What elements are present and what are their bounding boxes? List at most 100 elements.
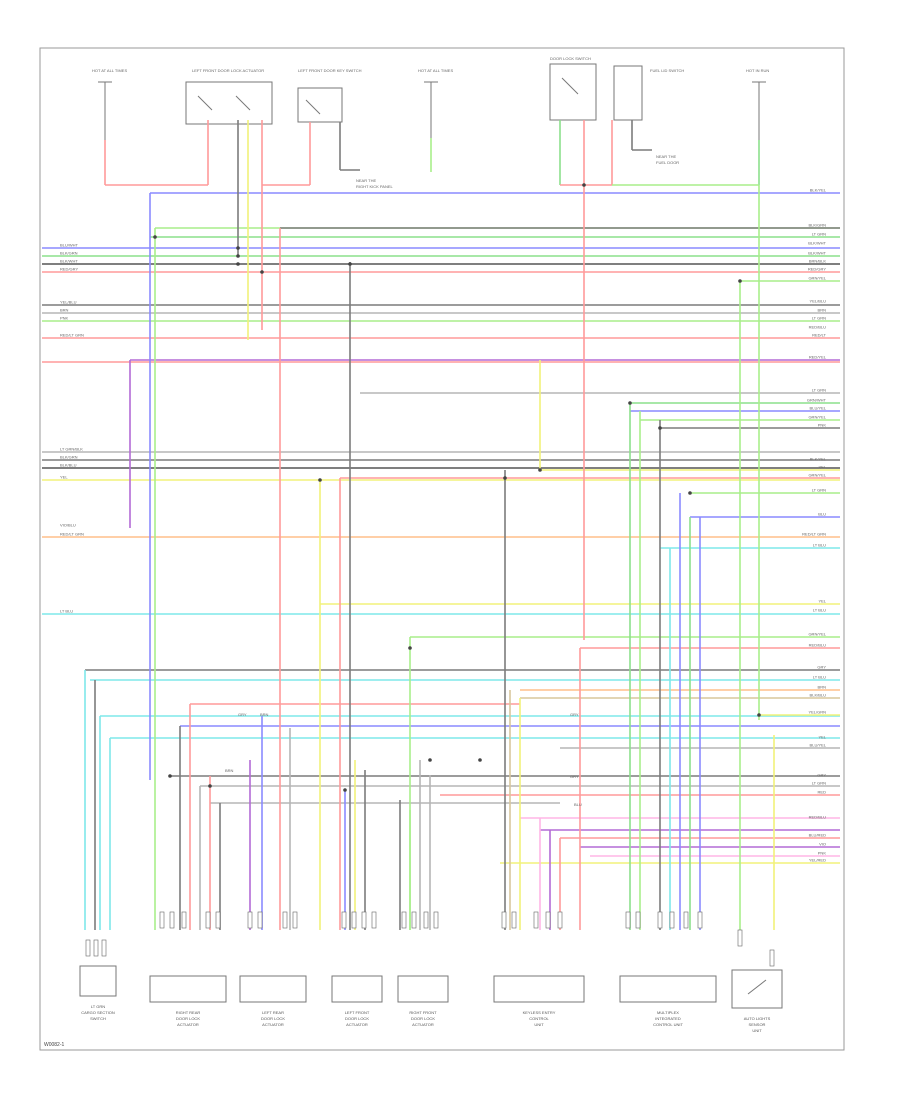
connector-pin xyxy=(533,911,539,929)
component-left-rear-actuator: LEFT REAR DOOR LOCK ACTUATOR xyxy=(239,975,307,1027)
wire-group xyxy=(42,120,840,930)
right-wire-label: YEL xyxy=(818,465,826,470)
right-wire-label: BLK/YEL xyxy=(810,457,827,462)
component-cargo-switch: LT GRN CARGO SECTION SWITCH xyxy=(79,965,117,1021)
switch-s3: LEFT FRONT DOOR KEY SWITCH xyxy=(297,68,362,123)
right-wire-label: BRN xyxy=(818,308,827,313)
right-wire-label: RED/BLU xyxy=(809,325,826,330)
component-line-2: CONTROL xyxy=(529,1016,549,1021)
component-line-1: RIGHT REAR xyxy=(176,1010,201,1015)
inline-label: NEAR THE xyxy=(356,178,376,183)
connector-pin xyxy=(401,911,407,929)
right-wire-label: GRY xyxy=(817,665,826,670)
left-wire-label: BLK/GRN xyxy=(60,455,78,460)
right-wire-label: RED/YEL xyxy=(809,355,827,360)
right-wire-label: BLU/YEL xyxy=(810,406,827,411)
connector-pin xyxy=(101,939,107,957)
connector-pin xyxy=(181,911,187,929)
component-line-2: DOOR LOCK xyxy=(411,1016,435,1021)
component-line-1: KEYLESS ENTRY xyxy=(523,1010,556,1015)
left-wire-label: LT BLU xyxy=(60,609,73,614)
right-wire-label: YEL xyxy=(818,599,826,604)
right-wire-label: LT BLU xyxy=(813,675,826,680)
left-wire-label: LT GRN/BLK xyxy=(60,447,83,452)
component-line-3: ACTUATOR xyxy=(177,1022,199,1027)
right-wire-label: RED/BLU xyxy=(809,815,826,820)
right-wire-label: BLK/GRN xyxy=(808,223,826,228)
wire-junction xyxy=(260,270,264,274)
left-wire-label: RED/LT GRN xyxy=(60,333,84,338)
connector-pin xyxy=(169,911,175,929)
component-line-3: UNIT xyxy=(534,1022,544,1027)
component-line-3: ACTUATOR xyxy=(412,1022,434,1027)
right-wire-label: YEL/BLU xyxy=(810,299,827,304)
inline-label: GRY xyxy=(570,774,579,779)
right-wire-label: GRN/YEL xyxy=(808,632,826,637)
wire-junction xyxy=(428,758,432,762)
connector-pin xyxy=(697,911,703,929)
diagram-border xyxy=(39,47,845,1051)
component-line-1: AUTO LIGHTS xyxy=(744,1016,771,1021)
component-line-2: INTEGRATED xyxy=(655,1016,681,1021)
right-wire-label: BLK/YEL xyxy=(810,188,827,193)
right-wire-label: GRN/WHT xyxy=(807,398,827,403)
wire-junction xyxy=(538,468,542,472)
component-keyless-entry-unit: KEYLESS ENTRY CONTROL UNIT xyxy=(493,975,585,1027)
right-wire-label: BLK/WHT xyxy=(808,251,826,256)
connector-pin xyxy=(341,911,347,929)
right-wire-label: LT GRN xyxy=(812,781,826,786)
right-wire-label: BLU/YEL xyxy=(810,743,827,748)
wire-junction xyxy=(478,758,482,762)
right-wire-label: LT BLU xyxy=(813,543,826,548)
wire-junction xyxy=(168,774,172,778)
right-wire-label: RED/GRY xyxy=(808,267,826,272)
wire-junction xyxy=(348,262,352,266)
wire-junction xyxy=(208,784,212,788)
right-wire-label: YEL/GRN xyxy=(808,710,826,715)
connector-pin xyxy=(361,911,367,929)
connector-pin xyxy=(657,911,663,929)
connector-pin xyxy=(292,911,298,929)
right-wire-label: BRN xyxy=(818,685,827,690)
component-line-1: RIGHT FRONT xyxy=(409,1010,437,1015)
right-wire-label: LT GRN xyxy=(812,316,826,321)
right-wire-label: PNK xyxy=(818,851,827,856)
connector-pin xyxy=(545,911,551,929)
right-wire-label: PNK xyxy=(818,423,827,428)
switch-s2: LEFT FRONT DOOR LOCK ACTUATOR xyxy=(185,68,273,125)
switch-s4: HOT AT ALL TIMES xyxy=(418,68,453,138)
inline-label: BRN xyxy=(260,712,269,717)
wire-junction xyxy=(738,279,742,283)
connector-pin xyxy=(159,911,165,929)
left-label-group: BLU/WHTBLK/GRNBLK/WHTRED/GRYYEL/BLUBRNPN… xyxy=(60,243,84,614)
connector-pin xyxy=(215,911,221,929)
wire-junction xyxy=(318,478,322,482)
left-wire-label: YEL/BLU xyxy=(60,300,77,305)
right-wire-label: RED/LT GRN xyxy=(802,532,826,537)
connector-pin xyxy=(351,911,357,929)
wire-junction xyxy=(236,246,240,250)
connector-pin xyxy=(669,911,675,929)
component-line-2: DOOR LOCK xyxy=(345,1016,369,1021)
component-line-3: UNIT xyxy=(752,1028,762,1033)
right-wire-label: GRN/YEL xyxy=(808,415,826,420)
component-line-1: LEFT FRONT xyxy=(345,1010,370,1015)
component-line-2: DOOR LOCK xyxy=(261,1016,285,1021)
right-wire-label: BLK/BLU xyxy=(810,693,827,698)
component-line-2: SENSOR xyxy=(749,1022,766,1027)
switch-s1-label: HOT AT ALL TIMES xyxy=(92,68,127,73)
junction-group xyxy=(85,183,775,967)
connector-pin xyxy=(371,911,377,929)
connector-pin xyxy=(411,911,417,929)
wire-junction xyxy=(236,254,240,258)
right-wire-label: BLU/RED xyxy=(809,833,826,838)
switch-s1: HOT AT ALL TIMES xyxy=(92,68,127,140)
left-wire-label: VIO/BLU xyxy=(60,523,76,528)
component-left-front-actuator: LEFT FRONT DOOR LOCK ACTUATOR xyxy=(331,975,383,1027)
left-wire-label: BLU/WHT xyxy=(60,243,79,248)
right-wire-label: GRY xyxy=(817,773,826,778)
switch-s6: FUEL LID SWITCH xyxy=(613,65,684,121)
connector-pin xyxy=(423,911,429,929)
component-line-1: MULTIPLEX xyxy=(657,1010,679,1015)
